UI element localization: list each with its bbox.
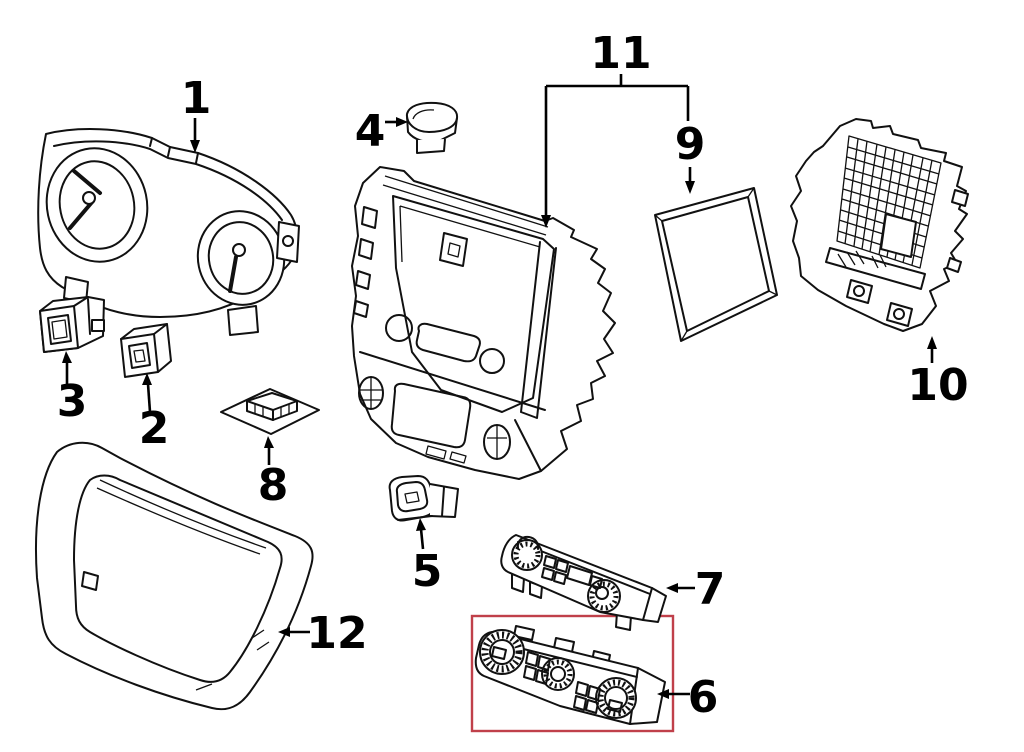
callout-5[interactable]: 5 <box>412 518 443 597</box>
callout-9[interactable]: 9 <box>675 119 706 194</box>
knob-7-right <box>587 579 621 613</box>
knob-7-left <box>511 535 543 571</box>
callout-label-6[interactable]: 6 <box>688 672 719 723</box>
callout-label-10[interactable]: 10 <box>907 360 968 411</box>
callout-label-7[interactable]: 7 <box>695 564 726 615</box>
callout-label-4[interactable]: 4 <box>355 106 386 157</box>
part-climate-control-6[interactable] <box>474 625 666 725</box>
callout-10[interactable]: 10 <box>907 336 969 411</box>
callout-2[interactable]: 2 <box>139 373 170 454</box>
callout-label-12[interactable]: 12 <box>306 608 367 659</box>
lower-opening <box>390 382 472 449</box>
knob-6-right <box>595 677 637 719</box>
callout-label-11[interactable]: 11 <box>590 28 651 79</box>
part-module-8[interactable] <box>220 388 320 435</box>
buttons-7 <box>541 555 569 585</box>
callout-6[interactable]: 6 <box>657 672 718 723</box>
part-switch-3[interactable] <box>39 296 105 353</box>
callout-label-5[interactable]: 5 <box>412 546 443 597</box>
callout-label-8[interactable]: 8 <box>258 460 289 511</box>
callout-label-1[interactable]: 1 <box>181 73 212 124</box>
callout-3[interactable]: 3 <box>57 351 88 427</box>
highlight-box-part-6 <box>470 614 675 733</box>
callout-label-3[interactable]: 3 <box>57 376 88 427</box>
screen-opening <box>392 195 555 413</box>
callout-label-9[interactable]: 9 <box>675 119 706 170</box>
knob-6-left <box>479 629 525 675</box>
part-bracket-10[interactable] <box>790 118 969 332</box>
gauge-left <box>45 147 149 263</box>
bracket-grid <box>837 138 940 266</box>
buttons-6-right <box>573 681 601 714</box>
part-switch-2[interactable] <box>120 323 172 378</box>
callout-12[interactable]: 12 <box>278 608 368 659</box>
callout-1[interactable]: 1 <box>181 73 212 153</box>
knob-6-center <box>541 657 575 691</box>
part-switch-5[interactable] <box>388 475 459 522</box>
part-climate-control-7[interactable] <box>500 534 667 631</box>
callout-8[interactable]: 8 <box>258 436 289 511</box>
part-display-screen-9[interactable] <box>654 187 778 342</box>
part-instrument-cluster[interactable] <box>36 128 300 336</box>
buttons-6-left <box>523 651 551 685</box>
callout-label-2[interactable]: 2 <box>139 403 170 454</box>
part-trim-bezel-12[interactable] <box>34 441 314 711</box>
part-center-bezel-11[interactable] <box>351 166 616 480</box>
part-button-4[interactable] <box>405 101 459 154</box>
callout-11[interactable]: 11 <box>541 28 690 228</box>
callout-7[interactable]: 7 <box>666 564 725 615</box>
callout-4[interactable]: 4 <box>355 106 408 157</box>
